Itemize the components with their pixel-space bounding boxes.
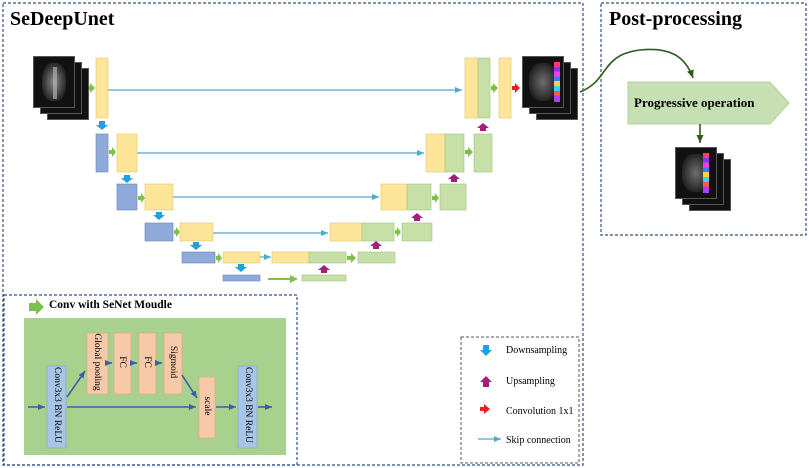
decoder-4-out (401, 222, 433, 242)
senet-sigmoid-box (163, 332, 183, 395)
decoder-5-yellow (271, 251, 310, 264)
legend-upsampling-label: Upsampling (506, 376, 555, 387)
legend-downsampling-icon (480, 345, 492, 356)
senet-sigmoid-label: Sigmoid (168, 345, 178, 379)
conv1x1-arrow (512, 83, 520, 93)
progressive-operation-shape (627, 81, 790, 125)
encoder-4-blue (144, 222, 174, 242)
encoder-1-yellow (95, 57, 109, 119)
senet-scale-label: scale (202, 396, 212, 416)
vertebra-label-strip (554, 62, 560, 102)
post-processing-title: Post-processing (609, 8, 742, 30)
decoder-1-yellow (464, 57, 479, 119)
encoder-2-yellow (116, 133, 138, 173)
senet-conv-left-box (46, 365, 67, 449)
bottleneck-green (301, 274, 347, 282)
senet-header-label: Conv with SeNet Moudle (49, 299, 172, 311)
encoder-5-blue (181, 251, 216, 264)
legend-upsampling-icon (480, 376, 492, 387)
encoder-5-yellow (222, 251, 261, 264)
post-slice-front (675, 147, 717, 199)
legend-downsampling-label: Downsampling (506, 345, 568, 356)
final-yellow (498, 57, 512, 119)
senet-conv-right-label: Conv3x3 BN ReLU (243, 367, 253, 443)
legend-skip-label: Skip connection (506, 435, 571, 446)
senet-global-pooling-label: Global pooling (92, 333, 102, 391)
downsampling-arrows (96, 121, 247, 272)
post-processing-frame (600, 2, 807, 236)
senet-scale-box (198, 376, 216, 439)
encoder-4-yellow (179, 222, 214, 242)
senet-flow-arrows (28, 360, 272, 410)
decoder-1-green (477, 57, 491, 119)
encoder-2-blue (95, 133, 109, 173)
senet-fc2-label: FC (142, 356, 152, 368)
encoder-3-yellow (144, 183, 174, 211)
post-vertebra-label-strip (703, 153, 709, 193)
senet-fc1-label: FC (117, 356, 127, 368)
senet-conv-left-label: Conv3x3 BN ReLU (52, 367, 62, 443)
decoder-4-yellow (329, 222, 363, 242)
mri-slice-front (33, 56, 75, 108)
senet-header-arrow (29, 299, 44, 315)
conv-senet-arrows (86, 83, 498, 283)
progressive-operation-label: Progressive operation (634, 95, 755, 110)
sedeepunet-title: SeDeepUnet (10, 8, 115, 30)
legend-frame (460, 336, 580, 464)
senet-frame (3, 294, 298, 466)
legend-conv1x1-label: Convolution 1x1 (506, 406, 574, 417)
legend-conv1x1-icon (480, 404, 490, 414)
bottleneck-blue (222, 274, 261, 282)
decoder-2-yellow (425, 133, 446, 173)
decoder-5-out (357, 251, 396, 264)
decoder-3-out (439, 183, 467, 211)
decoder-3-green (406, 183, 432, 211)
decoder-2-green (444, 133, 465, 173)
upsampling-arrows (318, 123, 489, 273)
encoder-3-blue (116, 183, 138, 211)
senet-conv-right-box (237, 365, 258, 449)
decoder-3-yellow (380, 183, 408, 211)
decoder-5-green (308, 251, 347, 264)
decoder-2-out (473, 133, 493, 173)
decoder-4-green (361, 222, 395, 242)
curve-to-post (579, 48, 694, 93)
